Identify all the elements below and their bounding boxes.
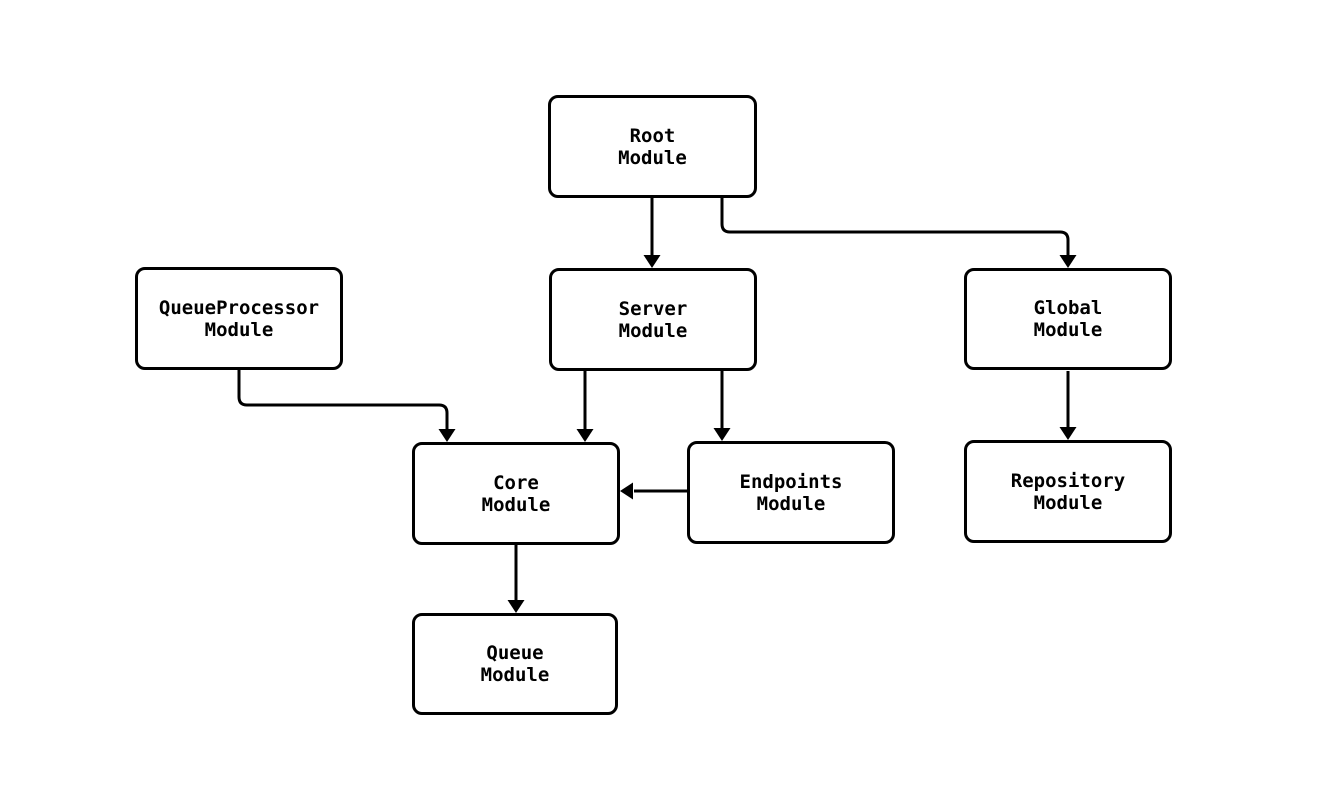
node-repository-module: Repository Module bbox=[964, 440, 1172, 543]
node-server-module: Server Module bbox=[549, 268, 757, 371]
edge-queue-processor-to-core bbox=[237, 370, 449, 430]
node-queue-module: Queue Module bbox=[412, 613, 618, 715]
node-global-module: Global Module bbox=[964, 268, 1172, 370]
node-core-module: Core Module bbox=[412, 442, 620, 545]
arrowhead-root-to-global bbox=[1059, 255, 1077, 268]
arrowhead-root-to-server bbox=[643, 255, 661, 268]
edge-root-to-global bbox=[720, 198, 1070, 256]
arrowhead-server-to-core bbox=[576, 429, 594, 442]
node-root-module: Root Module bbox=[548, 95, 757, 198]
arrowhead-global-to-repository bbox=[1059, 427, 1077, 440]
node-endpoints-module: Endpoints Module bbox=[687, 441, 895, 544]
arrowhead-core-to-queue bbox=[507, 600, 525, 613]
arrowhead-server-to-endpoints bbox=[713, 428, 731, 441]
node-queue-processor-module: QueueProcessor Module bbox=[135, 267, 343, 370]
arrowhead-queue-processor-to-core bbox=[438, 429, 456, 442]
arrowhead-endpoints-to-core bbox=[620, 482, 633, 500]
